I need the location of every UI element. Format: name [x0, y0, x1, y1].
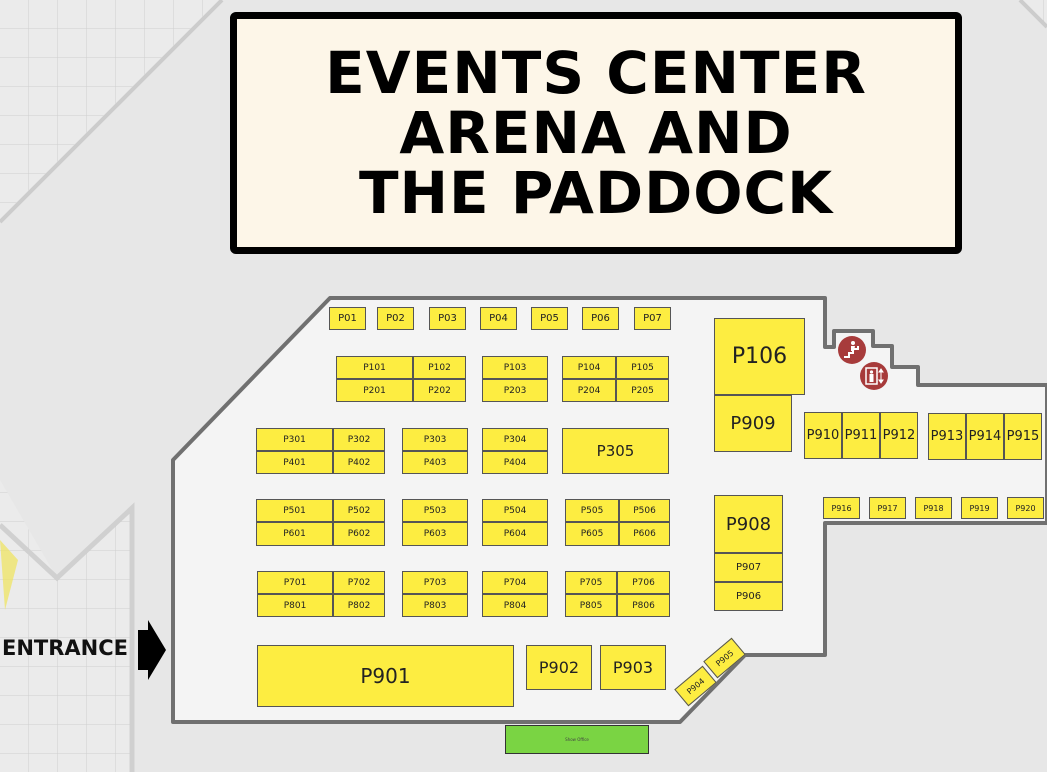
- booth[interactable]: P909: [714, 395, 792, 452]
- booth[interactable]: P910: [804, 412, 842, 459]
- booth[interactable]: P03: [429, 307, 466, 330]
- title-line: ARENA AND: [399, 99, 793, 167]
- elevator-icon: [860, 362, 888, 390]
- booth[interactable]: P917: [869, 497, 906, 519]
- booth[interactable]: P907: [714, 553, 783, 582]
- booth[interactable]: P901: [257, 645, 514, 707]
- booth[interactable]: P503: [402, 499, 468, 522]
- stairs-icon: [838, 336, 866, 364]
- title-line: THE PADDOCK: [358, 159, 834, 227]
- booth[interactable]: P06: [582, 307, 619, 330]
- booth[interactable]: P801: [257, 594, 333, 617]
- show-office-label: Show Office: [565, 737, 589, 742]
- booth[interactable]: P601: [256, 522, 333, 546]
- booth[interactable]: P918: [915, 497, 952, 519]
- booth[interactable]: P903: [600, 645, 666, 690]
- booth[interactable]: P04: [480, 307, 517, 330]
- booth[interactable]: P803: [402, 594, 468, 617]
- booth[interactable]: P106: [714, 318, 805, 395]
- booth[interactable]: P702: [333, 571, 385, 594]
- booth[interactable]: P505: [565, 499, 619, 522]
- booth[interactable]: P703: [402, 571, 468, 594]
- booth[interactable]: P911: [842, 412, 880, 459]
- booth[interactable]: P804: [482, 594, 548, 617]
- booth[interactable]: P203: [482, 379, 548, 402]
- booth[interactable]: P914: [966, 413, 1004, 460]
- booth[interactable]: P502: [333, 499, 385, 522]
- booth[interactable]: P919: [961, 497, 998, 519]
- booth[interactable]: P402: [333, 451, 385, 474]
- booth[interactable]: P305: [562, 428, 669, 474]
- booth[interactable]: P606: [619, 522, 670, 546]
- booth[interactable]: P401: [256, 451, 333, 474]
- booth[interactable]: P403: [402, 451, 468, 474]
- booth[interactable]: P404: [482, 451, 548, 474]
- booth[interactable]: P506: [619, 499, 670, 522]
- booth[interactable]: P604: [482, 522, 548, 546]
- title-line: EVENTS CENTER: [325, 39, 867, 107]
- booth[interactable]: P704: [482, 571, 548, 594]
- booth[interactable]: P303: [402, 428, 468, 451]
- booth[interactable]: P02: [377, 307, 414, 330]
- booth[interactable]: P701: [257, 571, 333, 594]
- entrance-arrow-icon: [138, 620, 166, 680]
- booth[interactable]: P920: [1007, 497, 1044, 519]
- booth[interactable]: P908: [714, 495, 783, 553]
- booth[interactable]: P504: [482, 499, 548, 522]
- booth[interactable]: P806: [617, 594, 670, 617]
- booth[interactable]: P501: [256, 499, 333, 522]
- booth[interactable]: P104: [562, 356, 616, 379]
- booth[interactable]: P103: [482, 356, 548, 379]
- booth[interactable]: P706: [617, 571, 670, 594]
- booth[interactable]: P902: [526, 645, 592, 690]
- booth[interactable]: P913: [928, 413, 966, 460]
- entrance-label: ENTRANCE: [2, 636, 128, 660]
- booth[interactable]: P07: [634, 307, 671, 330]
- booth[interactable]: P105: [616, 356, 669, 379]
- booth[interactable]: P912: [880, 412, 918, 459]
- booth[interactable]: P603: [402, 522, 468, 546]
- booth[interactable]: P201: [336, 379, 413, 402]
- booth[interactable]: P302: [333, 428, 385, 451]
- booth[interactable]: P805: [565, 594, 617, 617]
- booth[interactable]: P802: [333, 594, 385, 617]
- booth[interactable]: P101: [336, 356, 413, 379]
- show-office-area[interactable]: Show Office: [505, 725, 649, 754]
- booth[interactable]: P202: [413, 379, 466, 402]
- booth[interactable]: P102: [413, 356, 466, 379]
- booth[interactable]: P602: [333, 522, 385, 546]
- title-banner: EVENTS CENTER ARENA AND THE PADDOCK: [230, 12, 962, 254]
- booth[interactable]: P605: [565, 522, 619, 546]
- booth[interactable]: P205: [616, 379, 669, 402]
- booth[interactable]: P705: [565, 571, 617, 594]
- booth[interactable]: P304: [482, 428, 548, 451]
- booth[interactable]: P01: [329, 307, 366, 330]
- booth[interactable]: P906: [714, 582, 783, 611]
- booth[interactable]: P916: [823, 497, 860, 519]
- booth[interactable]: P915: [1004, 413, 1042, 460]
- booth[interactable]: P301: [256, 428, 333, 451]
- booth[interactable]: P204: [562, 379, 616, 402]
- booth[interactable]: P05: [531, 307, 568, 330]
